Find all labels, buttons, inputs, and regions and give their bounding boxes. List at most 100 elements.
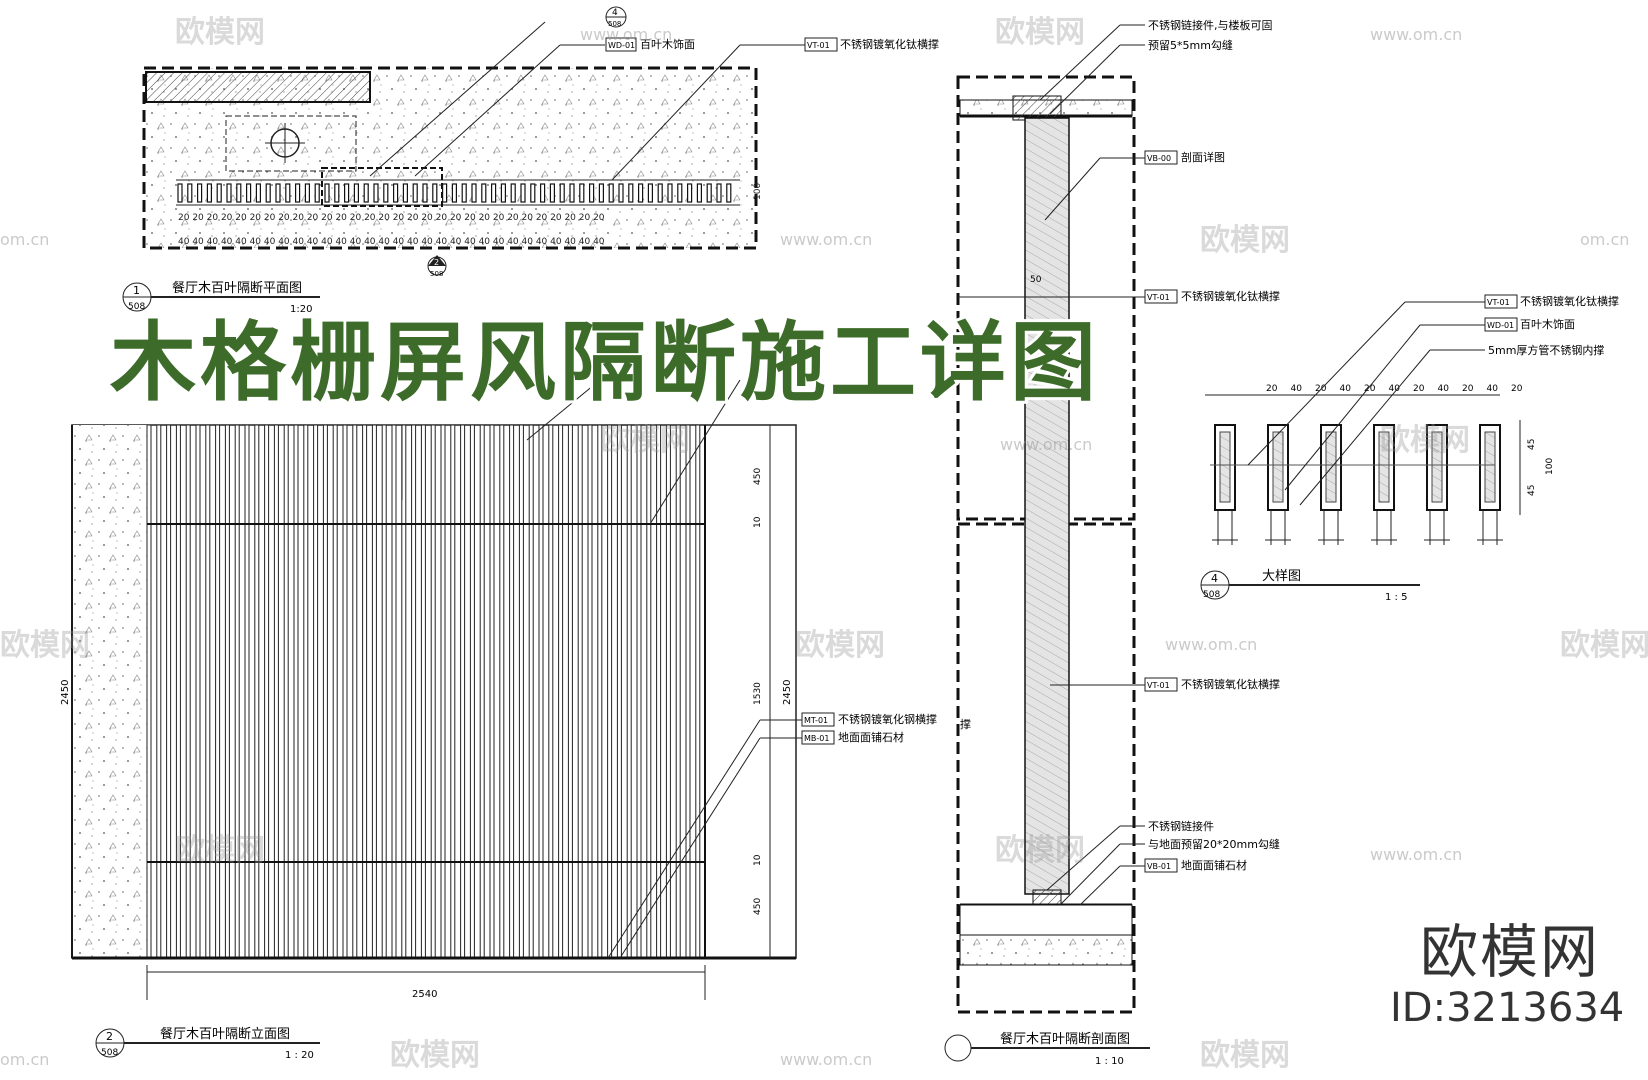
detail-label-text-3: 5mm厚方管不锈钢内撑: [1488, 343, 1604, 357]
elevation-dim-height-right: 2450: [782, 680, 793, 705]
section-label-code-1: VB-00: [1147, 154, 1171, 163]
plan-slat: [402, 183, 408, 203]
plan-slat: [177, 183, 183, 203]
plan-slat: [608, 183, 614, 203]
elevation-slat: [234, 424, 240, 959]
plan-label-code-wd: WD-01: [608, 41, 635, 50]
elevation-slat: [381, 424, 387, 959]
plan-slat: [481, 183, 487, 203]
elevation-slat: [371, 424, 377, 959]
elevation-slat: [166, 424, 172, 959]
watermark-brand: 欧模网: [175, 15, 265, 50]
elevation-slat: [401, 424, 407, 959]
watermark-brand: 欧模网: [995, 15, 1085, 50]
elevation-slat: [303, 424, 309, 959]
elevation-slat: [518, 424, 524, 959]
plan-scale: 1:20: [290, 304, 312, 315]
detail-scale: 1 : 5: [1385, 592, 1407, 603]
elevation-slat: [362, 424, 368, 959]
elevation-slat: [616, 424, 622, 959]
plan-slat: [246, 183, 252, 203]
plan-slat: [275, 183, 281, 203]
elevation-dim-height-left: 2450: [60, 680, 71, 705]
plan-slat: [236, 183, 242, 203]
plan-dim-row-pitch: 40 40 40 40 40 40 40 40 40 40 40 40 40 4…: [178, 237, 605, 247]
watermark-url: www.om.cn: [580, 25, 672, 44]
section-top-label-1: 不锈钢链接件,与楼板可固: [1148, 18, 1273, 32]
plan-slat: [539, 183, 546, 203]
detail-ref-no: 4: [1211, 572, 1218, 585]
elevation-slat: [509, 424, 515, 959]
section-label-code-3: VT-01: [1147, 681, 1170, 690]
plan-slat: [471, 183, 477, 203]
elevation-slat: [538, 424, 544, 959]
plan-slat: [216, 183, 222, 203]
plan-slat: [510, 183, 516, 203]
plan-slat: [677, 183, 683, 203]
detail-slat-core: [1272, 431, 1284, 503]
elevation-ref-sheet: 508: [101, 1048, 118, 1058]
detail-dim-label: 20: [1413, 384, 1425, 394]
plan-view: 20 20 20 20 20 20 20 20 20 20 20 20 20 2…: [122, 6, 939, 315]
elevation-slat: [146, 424, 152, 959]
detail-dim-right-3: 45: [1527, 485, 1537, 496]
plan-slat: [559, 183, 565, 203]
watermark-url: om.cn: [0, 230, 49, 249]
brand-id: ID:3213634: [1390, 985, 1625, 1031]
elevation-slat: [420, 424, 426, 959]
elevation-slat: [675, 424, 681, 959]
plan-slat: [569, 183, 575, 203]
watermark-url: www.om.cn: [1165, 635, 1257, 654]
section-scale: 1 : 10: [1095, 1056, 1124, 1067]
detail-slat-core: [1325, 431, 1337, 503]
plan-slat: [393, 183, 399, 203]
plan-slat: [598, 183, 605, 203]
plan-slat: [353, 183, 359, 203]
watermark-url: www.om.cn: [780, 1050, 872, 1069]
section-bottom-label-text-3: 地面面铺石材: [1181, 858, 1247, 872]
watermark-brand: 欧模网: [0, 628, 90, 663]
watermark-brand: 欧模网: [1560, 628, 1648, 663]
watermark-brand: 欧模网: [795, 628, 885, 663]
plan-slat: [422, 183, 428, 203]
plan-slat: [432, 183, 438, 203]
detail-label-text-1: 不锈钢镀氧化钛横撑: [1520, 294, 1619, 308]
detail-slats: [1212, 424, 1503, 545]
plan-detail-ref-no: 4: [612, 8, 618, 18]
elevation-slat: [597, 424, 603, 959]
plan-slat: [667, 183, 673, 203]
plan-slat: [628, 183, 634, 203]
plan-slat: [520, 183, 526, 203]
plan-ref-no: 1: [133, 284, 140, 297]
plan-slat: [549, 183, 556, 203]
watermark-url: www.om.cn: [1370, 25, 1462, 44]
plan-slat: [373, 183, 379, 203]
plan-slat: [442, 183, 448, 203]
elevation-slat: [273, 424, 279, 959]
elevation-slat: [646, 424, 652, 959]
section-bottom-label-2: 与地面预留20*20mm勾缝: [1148, 837, 1280, 851]
plan-slat: [579, 183, 585, 203]
detail-title: 大样图: [1262, 569, 1301, 584]
plan-title: 餐厅木百叶隔断平面图: [172, 280, 302, 296]
elevation-slat: [489, 424, 495, 959]
plan-slat: [461, 183, 467, 203]
section-label-text-2: 不锈钢镀氧化钛横撑: [1181, 289, 1280, 303]
elevation-slat: [430, 424, 436, 959]
elevation-slat: [450, 424, 456, 959]
watermark-brand: 欧模网: [995, 833, 1085, 868]
elevation-slat: [156, 424, 162, 959]
section-label-code-2: VT-01: [1147, 293, 1170, 302]
elevation-slat: [567, 424, 573, 959]
plan-slat: [304, 183, 310, 203]
elevation-slats: [146, 424, 701, 959]
elevation-slat: [332, 424, 338, 959]
elevation-slat: [195, 424, 201, 959]
watermark-brand: 欧模网: [1200, 1038, 1290, 1073]
elevation-dim-bottom: 450: [753, 898, 763, 915]
elevation-slat: [587, 424, 593, 959]
elevation-slat: [322, 424, 328, 959]
elevation-slat: [548, 424, 554, 959]
watermark-brand: 欧模网: [390, 1038, 480, 1073]
